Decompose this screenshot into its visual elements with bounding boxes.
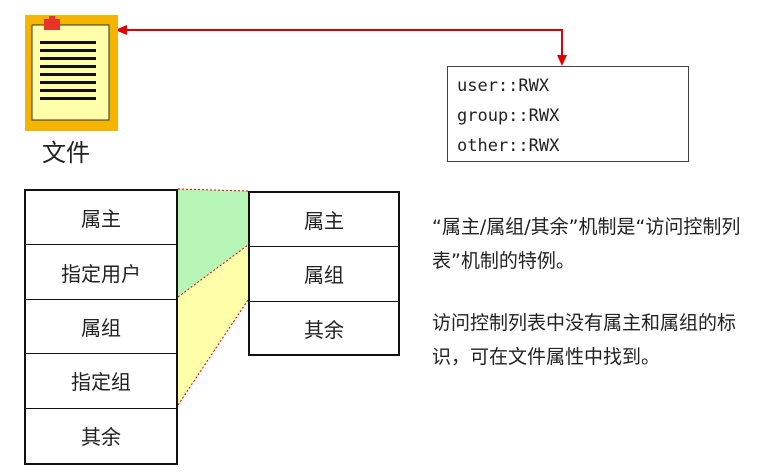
- mapping-line-bottom: [177, 299, 249, 406]
- group-mapping-band: [178, 245, 248, 405]
- document-icon: [25, 15, 118, 131]
- ugo-row-owner: 属主: [250, 193, 398, 248]
- acl-row-named-user: 指定用户: [26, 245, 176, 300]
- ugo-row-group: 属组: [250, 247, 398, 302]
- ugo-row-other: 其余: [304, 318, 344, 343]
- ugo-table: 属主 属组 其余: [248, 191, 400, 356]
- acl-group-entry: group::RWX: [457, 106, 560, 126]
- description-paragraph-2: 访问控制列表中没有属主和属组的标识，可在文件属性中找到。: [432, 312, 737, 368]
- acl-row-named-group: 指定组: [26, 354, 176, 409]
- file-label: 文件: [42, 139, 90, 167]
- mapping-line-mid: [177, 244, 249, 298]
- owner-mapping-band: [178, 189, 248, 297]
- acl-row-other: 其余: [81, 425, 121, 450]
- description-paragraph-1: “属主/属组/其余”机制是“访问控制列表”机制的特例。: [432, 216, 741, 272]
- acl-row-group: 属组: [26, 300, 176, 355]
- acl-user-entry: user::RWX: [457, 76, 550, 96]
- arrowhead-down: [557, 55, 567, 66]
- file-to-acl-arrow: [125, 29, 563, 58]
- acl-box: user::RWX group::RWX other::RWX: [447, 66, 689, 162]
- acl-other-entry: other::RWX: [457, 136, 560, 156]
- acl-table: 属主 指定用户 属组 指定组 其余: [24, 189, 178, 465]
- mapping-line-top: [177, 188, 249, 192]
- acl-row-owner: 属主: [26, 191, 176, 246]
